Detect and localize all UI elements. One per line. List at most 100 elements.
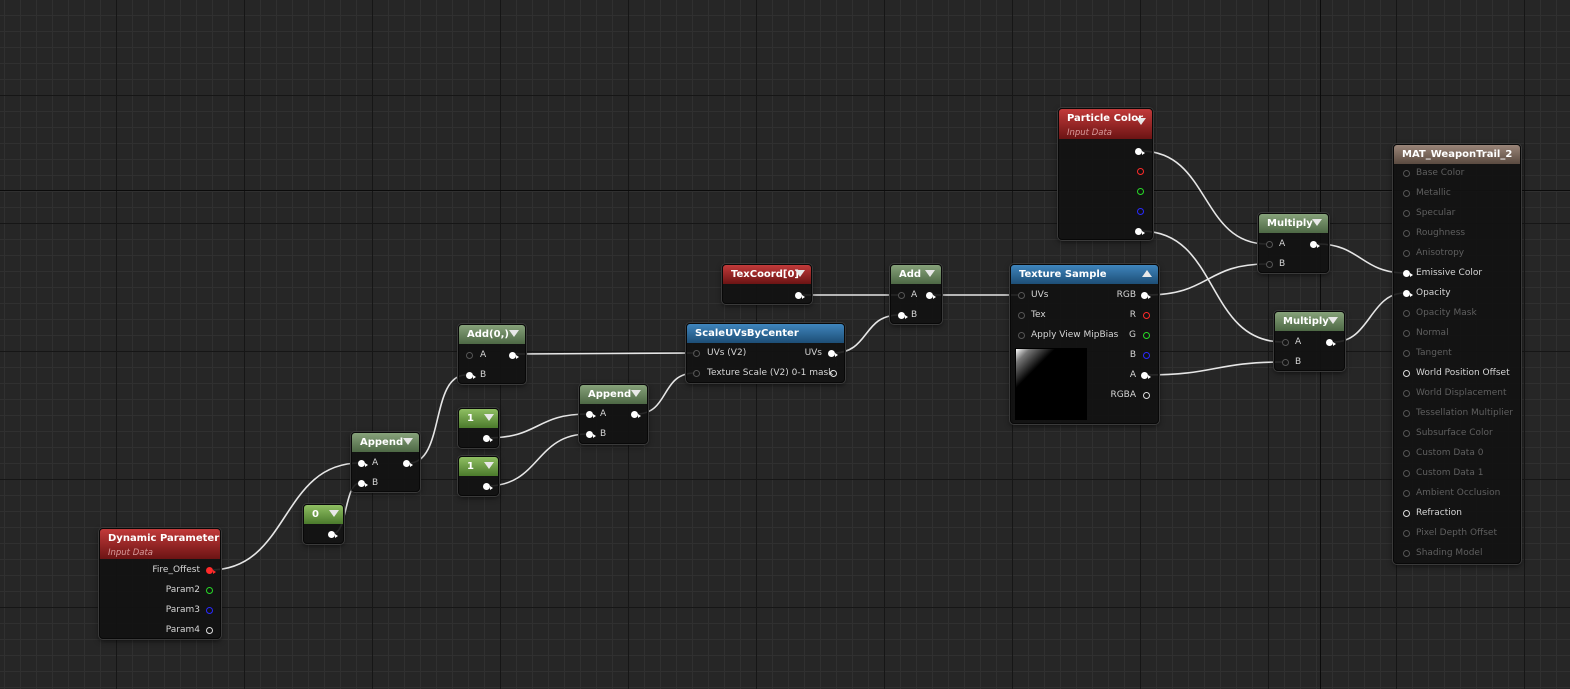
constant-0-node[interactable]: 0: [303, 504, 344, 544]
input-pin-a[interactable]: [1266, 241, 1273, 248]
material-input-pin[interactable]: [1403, 290, 1413, 297]
input-pin-b[interactable]: [358, 480, 368, 487]
collapse-arrow-icon[interactable]: [1136, 118, 1146, 125]
material-input-pin[interactable]: [1403, 330, 1410, 337]
material-input-pin[interactable]: [1403, 210, 1410, 217]
scale-uvs-by-center-node[interactable]: ScaleUVsByCenter UVs (V2) Texture Scale …: [686, 323, 845, 383]
collapse-arrow-icon[interactable]: [925, 270, 935, 277]
output-pin-g[interactable]: [1137, 188, 1144, 195]
material-input-pin[interactable]: [1403, 270, 1413, 277]
material-input-pin[interactable]: [1403, 530, 1410, 537]
input-pin-a[interactable]: [1282, 339, 1289, 346]
output-pin-g[interactable]: [1143, 332, 1150, 339]
collapse-arrow-icon[interactable]: [1328, 317, 1338, 324]
output-pin[interactable]: [1326, 339, 1336, 346]
output-pin[interactable]: [509, 352, 519, 359]
input-label: B: [1295, 357, 1302, 367]
output-pin-param3[interactable]: [206, 607, 213, 614]
output-pin-rgb[interactable]: [1141, 292, 1151, 299]
input-pin-b[interactable]: [898, 312, 908, 319]
input-pin-uvs[interactable]: [693, 350, 700, 357]
input-label: A: [372, 458, 379, 468]
output-pin-a[interactable]: [1141, 372, 1151, 379]
collapse-arrow-icon[interactable]: [403, 438, 413, 445]
output-pin-param4[interactable]: [206, 627, 213, 634]
material-input-pin[interactable]: [1403, 550, 1410, 557]
add-0-node[interactable]: Add(0,) A B: [458, 324, 526, 384]
material-input-pin[interactable]: [1403, 230, 1410, 237]
output-pin-r[interactable]: [1143, 312, 1150, 319]
input-pin-a[interactable]: [466, 352, 473, 359]
input-pin-a[interactable]: [898, 292, 905, 299]
constant-1-node-bottom[interactable]: 1: [458, 456, 499, 496]
collapse-arrow-icon[interactable]: [484, 462, 494, 469]
output-pin-rgb[interactable]: [1135, 148, 1145, 155]
node-title: TexCoord[0]: [731, 269, 799, 280]
input-pin-a[interactable]: [586, 411, 596, 418]
output-pin-param2[interactable]: [206, 587, 213, 594]
material-input-pin[interactable]: [1403, 450, 1410, 457]
material-input-pin[interactable]: [1403, 250, 1410, 257]
input-pin-tex[interactable]: [1018, 312, 1025, 319]
input-pin-b[interactable]: [466, 372, 476, 379]
output-pin[interactable]: [483, 483, 493, 490]
input-pin-apply-view-mipbias[interactable]: [1018, 332, 1025, 339]
material-input-pin[interactable]: [1403, 510, 1410, 517]
collapse-arrow-icon[interactable]: [631, 390, 641, 397]
output-pin[interactable]: [795, 292, 805, 299]
output-pin[interactable]: [483, 435, 493, 442]
output-pin-b[interactable]: [1143, 352, 1150, 359]
input-pin-texture-scale[interactable]: [693, 370, 700, 377]
output-pin-fire-offest[interactable]: [206, 567, 216, 574]
collapse-arrow-icon[interactable]: [484, 414, 494, 421]
material-input-pin[interactable]: [1403, 170, 1410, 177]
input-pin-a[interactable]: [358, 460, 368, 467]
material-input-pin[interactable]: [1403, 390, 1410, 397]
output-pin[interactable]: [926, 292, 936, 299]
input-pin-b[interactable]: [586, 431, 596, 438]
output-pin-b[interactable]: [1137, 208, 1144, 215]
particle-color-node[interactable]: Particle Color Input Data: [1058, 108, 1153, 240]
output-pin-uvs[interactable]: [828, 350, 838, 357]
node-header: Add: [891, 265, 941, 284]
material-input-pin[interactable]: [1403, 490, 1410, 497]
material-input-pin[interactable]: [1403, 190, 1410, 197]
texcoord-node[interactable]: TexCoord[0]: [722, 264, 812, 304]
multiply-node-bottom[interactable]: Multiply A B: [1274, 311, 1345, 371]
output-pin-r[interactable]: [1137, 168, 1144, 175]
collapse-arrow-icon[interactable]: [329, 510, 339, 517]
node-title: 1: [467, 413, 474, 424]
collapse-arrow-icon[interactable]: [1312, 219, 1322, 226]
constant-1-node-top[interactable]: 1: [458, 408, 499, 448]
output-pin[interactable]: [403, 460, 413, 467]
output-pin[interactable]: [328, 531, 338, 538]
append-node-1[interactable]: Append A B: [351, 432, 420, 492]
output-pin[interactable]: [1310, 241, 1320, 248]
multiply-node-top[interactable]: Multiply A B: [1258, 213, 1329, 273]
add-node[interactable]: Add A B: [890, 264, 942, 324]
collapse-arrow-icon[interactable]: [1142, 270, 1152, 277]
append-node-2[interactable]: Append A B: [579, 384, 648, 444]
collapse-arrow-icon[interactable]: [509, 330, 519, 337]
material-input-pin[interactable]: [1403, 370, 1410, 377]
output-pin-rgba[interactable]: [1143, 392, 1150, 399]
material-input-pin[interactable]: [1403, 470, 1410, 477]
input-pin-b[interactable]: [1282, 359, 1289, 366]
input-pin-uvs[interactable]: [1018, 292, 1025, 299]
texture-sample-node[interactable]: Texture Sample UVs Tex Apply View MipBia…: [1010, 264, 1159, 424]
dynamic-parameter-node[interactable]: Dynamic Parameter Input Data Fire_Offest…: [99, 528, 221, 639]
wire-multiply-to-emissive: [1317, 243, 1406, 274]
input-label: B: [1279, 259, 1286, 269]
material-input-label: Refraction: [1416, 508, 1462, 518]
material-input-pin[interactable]: [1403, 410, 1410, 417]
output-pin-a[interactable]: [1135, 228, 1145, 235]
output-pin-secondary[interactable]: [830, 370, 837, 377]
material-input-pin[interactable]: [1403, 430, 1410, 437]
material-input-pin[interactable]: [1403, 350, 1410, 357]
input-pin-b[interactable]: [1266, 261, 1273, 268]
node-subtitle: Input Data: [1067, 128, 1113, 138]
collapse-arrow-icon[interactable]: [795, 270, 805, 277]
output-pin[interactable]: [631, 411, 641, 418]
material-input-pin[interactable]: [1403, 310, 1410, 317]
